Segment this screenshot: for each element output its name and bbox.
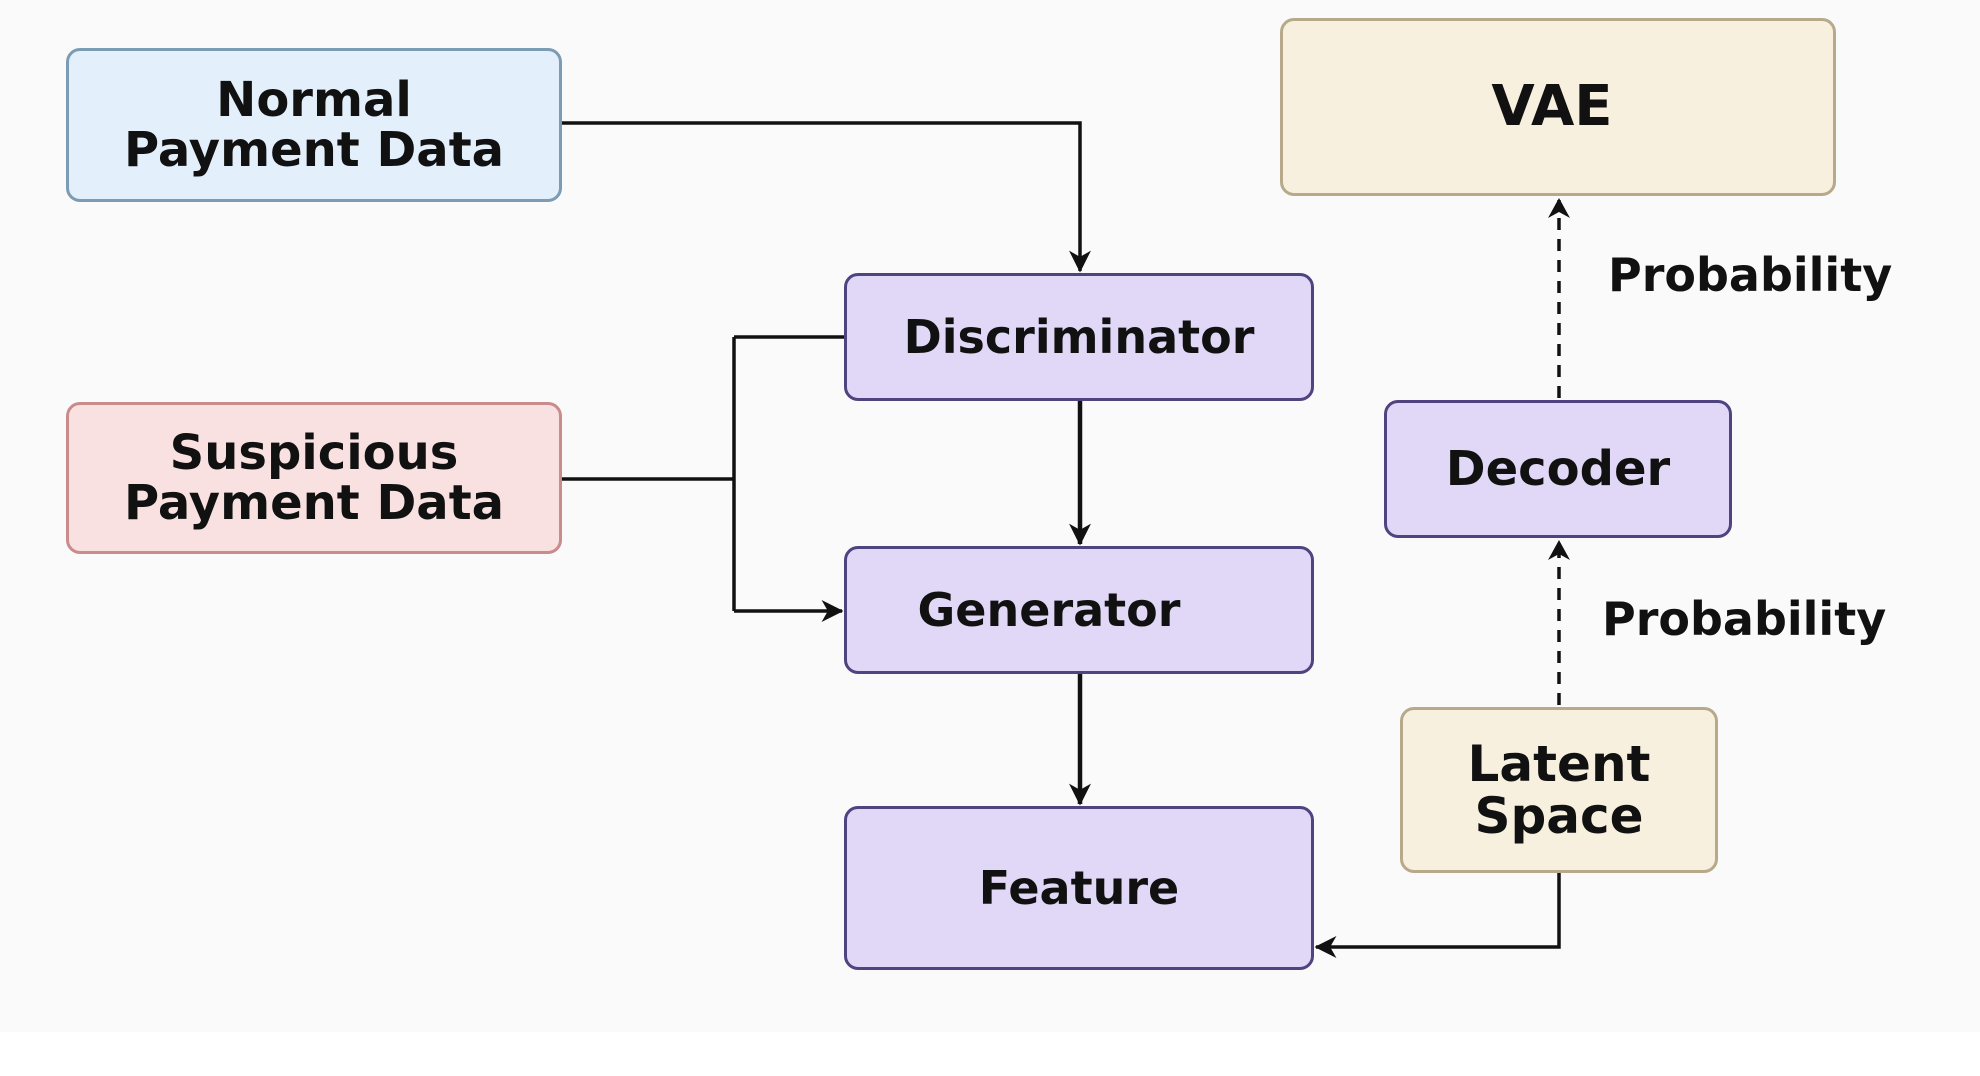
edge-decoder-to-vae-arrowhead [1548,198,1570,218]
edge-label-latent-to-decoder: Probability [1602,592,1887,646]
edge-latent-to-decoder-arrowhead [1548,540,1570,560]
edge-latent-to-feature [1314,873,1561,958]
node-generator: Generator [844,546,1314,674]
node-latent-space: Latent Space [1400,707,1718,873]
node-feature: Feature [844,806,1314,970]
node-suspicious-payment-data-label: Suspicious Payment Data [123,424,505,531]
node-feature-label: Feature [978,860,1180,915]
node-discriminator: Discriminator [844,273,1314,401]
node-normal-payment-data: Normal Payment Data [66,48,562,202]
node-suspicious-payment-data: Suspicious Payment Data [66,402,562,554]
node-latent-space-label: Latent Space [1467,734,1651,845]
node-decoder: Decoder [1384,400,1732,538]
node-discriminator-label: Discriminator [903,309,1255,364]
node-normal-payment-data-label: Normal Payment Data [123,71,505,178]
node-generator-label: Generator [917,582,1181,637]
node-vae: VAE [1280,18,1836,196]
node-vae-label: VAE [1491,73,1613,139]
edge-label-decoder-to-vae: Probability [1608,248,1893,302]
node-decoder-label: Decoder [1445,440,1671,497]
edge-normal-to-discriminator [562,121,1091,273]
